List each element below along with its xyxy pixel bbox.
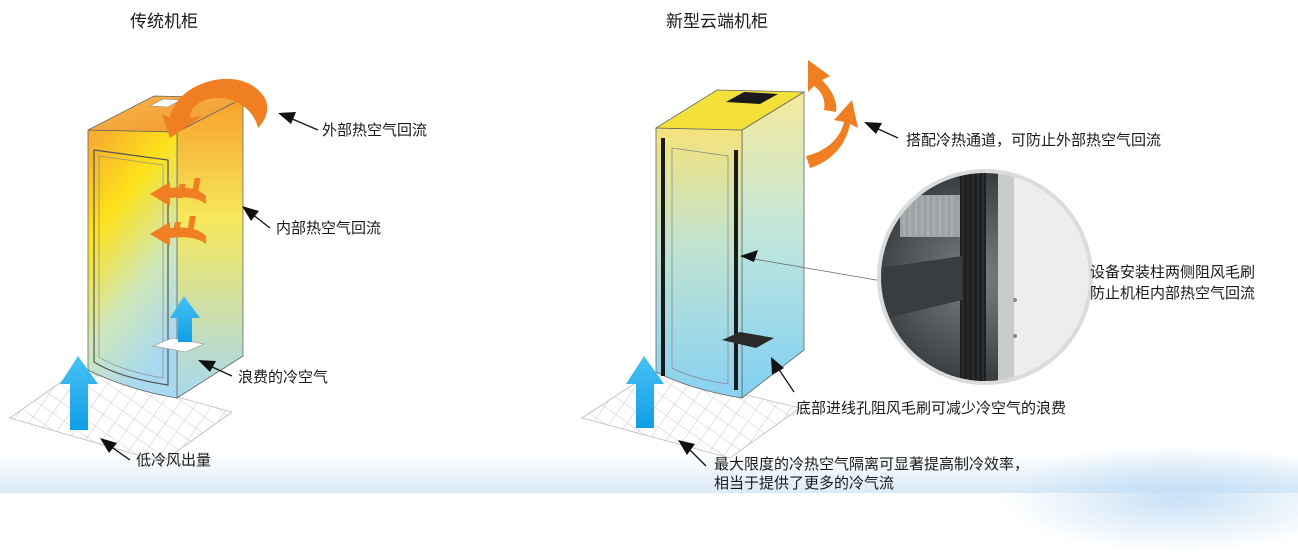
hot-air-exhaust-arrows xyxy=(806,60,858,168)
label-bottom-brush: 底部进线孔阻风毛刷可减少冷空气的浪费 xyxy=(796,399,1067,417)
cabinet-door-left xyxy=(93,149,169,386)
cabinet-side-left xyxy=(176,97,244,399)
title-cloud-cabinet: 新型云端机柜 xyxy=(666,12,768,32)
internal-hot-air-arrows xyxy=(150,178,206,246)
label-brush-line1: 设备安装柱两侧阻风毛刷 xyxy=(1090,263,1256,281)
traditional-cabinet xyxy=(9,95,244,463)
cabinet-front-right xyxy=(655,127,743,399)
brush-post-front-left xyxy=(661,138,665,376)
label-hot-cold-aisle: 搭配冷热通道，可防止外部热空气回流 xyxy=(906,131,1162,149)
bottom-vent-hole-left xyxy=(151,337,206,353)
label-external-hot-air-backflow: 外部热空气回流 xyxy=(322,121,428,139)
diagram-canvas xyxy=(9,60,1093,467)
brush-closeup-photo xyxy=(879,171,1091,383)
external-hot-air-arrow xyxy=(162,78,268,138)
cabinet-front-left xyxy=(87,129,178,399)
label-low-cold-air-output: 低冷风出量 xyxy=(136,451,212,469)
pointer-arrows-left xyxy=(100,112,319,461)
label-wasted-cold-air: 浪费的冷空气 xyxy=(238,368,329,386)
cold-air-arrow-inside-left xyxy=(170,296,200,342)
zoom-leader-line xyxy=(747,257,889,283)
cloud-cabinet xyxy=(581,89,806,459)
brush-post-front-right xyxy=(734,150,738,390)
label-isolation-line2: 相当于提供了更多的冷气流 xyxy=(714,474,895,492)
top-vent-right xyxy=(726,92,778,104)
label-brush-line2: 防止机柜内部热空气回流 xyxy=(1090,284,1256,302)
label-internal-hot-air-backflow: 内部热空气回流 xyxy=(276,219,382,237)
pointer-arrows-right xyxy=(678,122,899,467)
closeup-border xyxy=(877,169,1093,385)
cold-air-arrow-floor-right xyxy=(626,356,664,428)
bottom-brush-right xyxy=(722,332,774,348)
cabinet-side-right xyxy=(741,91,805,399)
title-traditional-cabinet: 传统机柜 xyxy=(130,12,198,32)
cold-air-arrow-floor-left xyxy=(60,356,98,430)
label-isolation-line1: 最大限度的冷热空气隔离可显著提高制冷效率， xyxy=(714,455,1030,473)
